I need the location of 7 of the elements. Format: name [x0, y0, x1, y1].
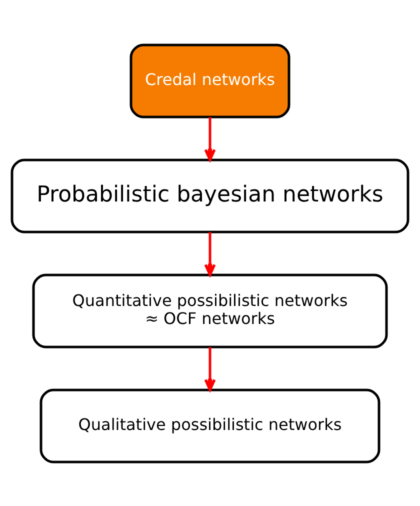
node-box: Credal networks — [130, 43, 290, 118]
arrow — [204, 116, 216, 161]
arrow — [204, 232, 216, 276]
node-box: Probabilistic bayesian networks — [10, 158, 410, 233]
node-box: Quantitative possibilistic networks ≈ OCF networks — [32, 273, 388, 348]
node-box: Qualitative possibilistic networks — [40, 388, 380, 463]
arrow — [204, 346, 216, 391]
